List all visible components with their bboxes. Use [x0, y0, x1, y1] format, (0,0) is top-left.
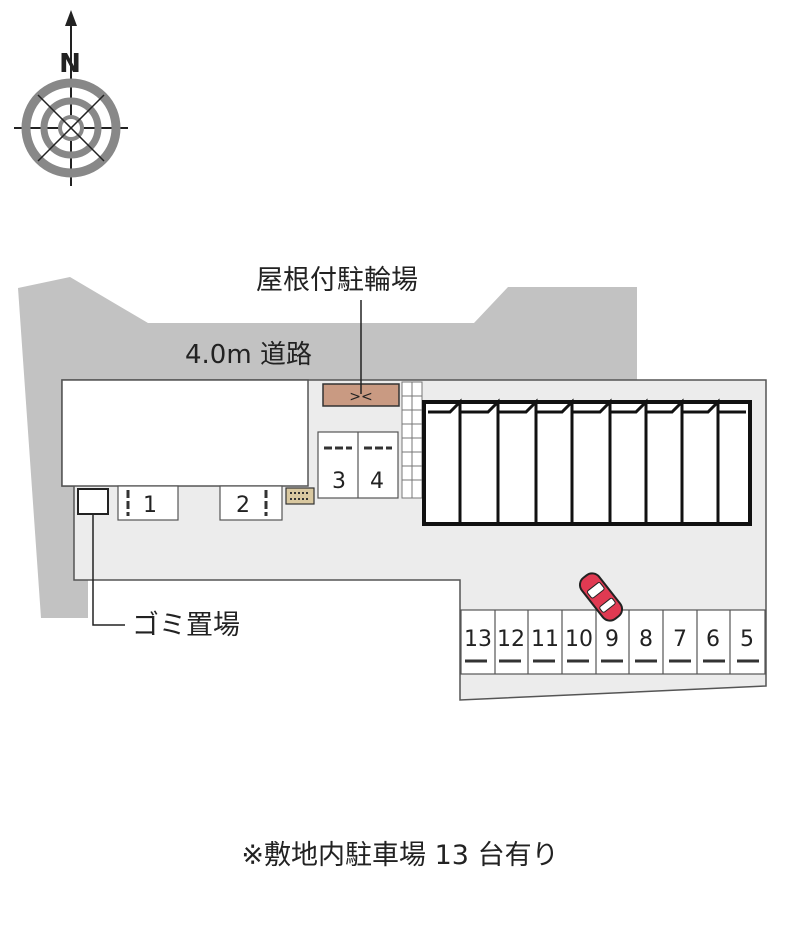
- garbage-leader-line: [92, 514, 125, 626]
- parking-space-8: 8: [639, 627, 653, 652]
- parking-2-block: [219, 485, 283, 521]
- parking-space-9: 9: [605, 627, 619, 652]
- parking-space-5: 5: [740, 627, 754, 652]
- road-area: [18, 277, 637, 618]
- parking-space-2: 2: [236, 493, 250, 518]
- parking-space-7: 7: [673, 627, 687, 652]
- parking-space-1: 1: [143, 493, 157, 518]
- garbage-area-label: ゴミ置場: [132, 610, 240, 641]
- bicycle-symbol: ><: [349, 389, 372, 405]
- parking-space-6: 6: [706, 627, 720, 652]
- building-right: [422, 398, 752, 526]
- parking-space-10: 10: [565, 627, 593, 652]
- paving-strip: [401, 381, 423, 499]
- compass-icon: N: [14, 10, 128, 186]
- parking-space-12: 12: [497, 627, 525, 652]
- parking-space-13: 13: [464, 627, 492, 652]
- car-icon: [578, 572, 624, 622]
- meter-box-icon: [285, 487, 315, 505]
- bicycle-parking-label: 屋根付駐輪場: [256, 265, 418, 296]
- parking-space-11: 11: [531, 627, 559, 652]
- parking-count-note: ※敷地内駐車場 13 台有り: [241, 840, 558, 871]
- parking-space-3: 3: [332, 469, 346, 494]
- garbage-box: [77, 488, 109, 515]
- road-label: 4.0m 道路: [185, 340, 312, 370]
- parking-space-4: 4: [370, 469, 384, 494]
- building-left: [61, 379, 309, 487]
